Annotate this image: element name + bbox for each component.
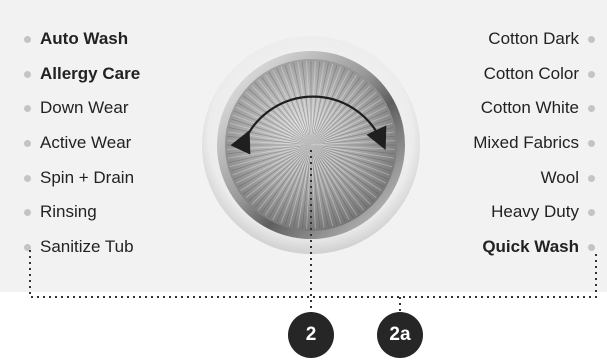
callout-badge-2: 2 (288, 312, 334, 358)
program-bracket-line (30, 250, 596, 297)
dial-brushed-texture (227, 61, 395, 229)
callout-badge-2a: 2a (377, 312, 423, 358)
